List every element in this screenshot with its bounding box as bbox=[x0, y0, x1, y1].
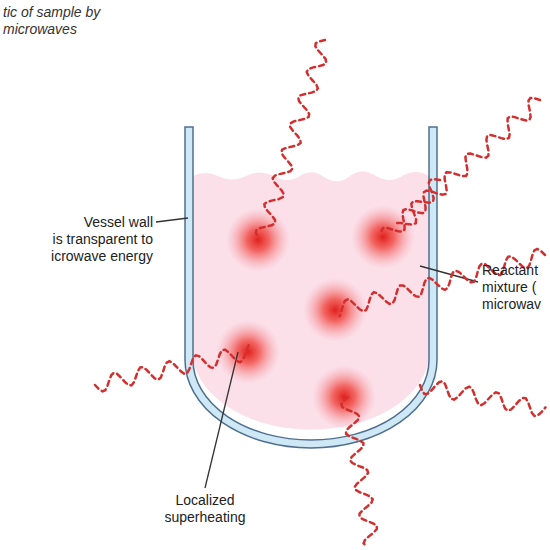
label: Vessel wall bbox=[3, 214, 153, 231]
label: is transparent to bbox=[3, 231, 153, 248]
hot-spots bbox=[216, 205, 415, 429]
microwave-wave bbox=[341, 397, 377, 546]
microwave-wave bbox=[256, 40, 326, 237]
microwaves bbox=[95, 40, 546, 546]
microwave-wave bbox=[394, 179, 440, 225]
microwave-wave bbox=[382, 98, 541, 232]
label: Reactant bbox=[482, 262, 548, 279]
microwave-wave bbox=[420, 381, 546, 416]
label: microwav bbox=[482, 296, 548, 313]
label: icrowave energy bbox=[3, 248, 153, 265]
leader-lines bbox=[156, 218, 478, 488]
title: tic of sample by microwaves bbox=[3, 4, 103, 38]
vessel-wall bbox=[185, 127, 437, 448]
microwave-wave bbox=[95, 345, 249, 391]
label: mixture ( bbox=[482, 279, 548, 296]
label: Localized superheating bbox=[150, 492, 260, 526]
